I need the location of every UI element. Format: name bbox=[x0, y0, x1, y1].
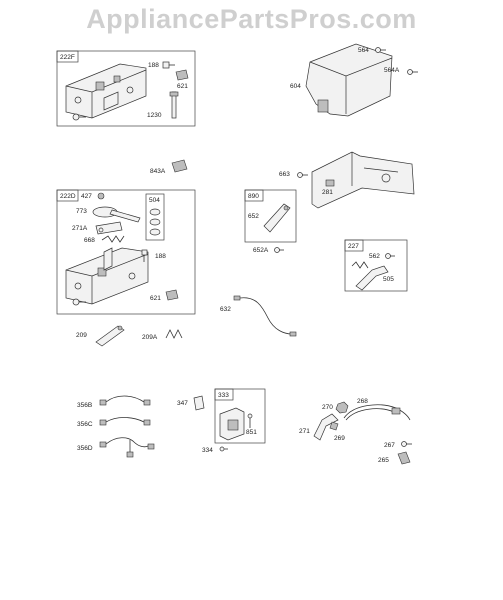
cable-icon-356B bbox=[99, 395, 151, 406]
clip-icon-269 bbox=[329, 421, 339, 431]
label-504: 504 bbox=[149, 197, 160, 204]
lever-505 bbox=[355, 265, 389, 291]
cable-icon-356C bbox=[99, 417, 151, 426]
group-333: 333 851 bbox=[214, 388, 266, 444]
label-564: 564 bbox=[358, 47, 369, 54]
label-632: 632 bbox=[220, 306, 231, 313]
label-427: 427 bbox=[81, 193, 92, 200]
cable-icon-632 bbox=[233, 295, 297, 337]
label-188a: 188 bbox=[148, 62, 159, 69]
label-621a: 621 bbox=[177, 83, 188, 90]
group-504-frame bbox=[145, 193, 165, 241]
label-270: 270 bbox=[322, 404, 333, 411]
washer-icon-504 bbox=[149, 208, 161, 236]
screw-icon-652A bbox=[274, 247, 284, 253]
label-209A: 209A bbox=[142, 334, 158, 341]
base-plate-222F bbox=[65, 63, 147, 119]
label-851: 851 bbox=[246, 429, 257, 436]
group-333-frame bbox=[214, 388, 266, 444]
label-505: 505 bbox=[383, 276, 394, 283]
label-663: 663 bbox=[279, 171, 290, 178]
stud-icon-1230 bbox=[169, 91, 179, 119]
group-890: 890 652 bbox=[244, 189, 297, 243]
label-621b: 621 bbox=[150, 295, 161, 302]
cable-icon-268 bbox=[343, 404, 411, 421]
label-265: 265 bbox=[378, 457, 389, 464]
group-222F: 222F 188 621 1230 bbox=[56, 50, 196, 127]
lever-271A bbox=[95, 221, 123, 235]
screw-icon-267 bbox=[401, 441, 412, 447]
label-188b: 188 bbox=[155, 253, 166, 260]
screw-icon-188b bbox=[141, 249, 148, 262]
label-333: 333 bbox=[218, 392, 229, 399]
label-271: 271 bbox=[299, 428, 310, 435]
control-bracket-281 bbox=[311, 151, 415, 209]
label-356C: 356C bbox=[77, 421, 93, 428]
label-209: 209 bbox=[76, 332, 87, 339]
spring-icon-668 bbox=[101, 235, 125, 243]
screw-icon-564A bbox=[407, 69, 418, 75]
clip-icon-265 bbox=[397, 451, 411, 465]
group-227: 227 562 505 bbox=[344, 239, 408, 292]
label-668: 668 bbox=[84, 237, 95, 244]
cable-icon-356D bbox=[99, 437, 155, 458]
label-227: 227 bbox=[348, 243, 359, 250]
screw-icon-663 bbox=[297, 172, 308, 178]
label-347: 347 bbox=[177, 400, 188, 407]
label-604: 604 bbox=[290, 83, 301, 90]
label-564A: 564A bbox=[384, 67, 400, 74]
group-227-frame bbox=[344, 239, 408, 292]
label-890: 890 bbox=[248, 193, 259, 200]
label-843A: 843A bbox=[150, 168, 166, 175]
label-652: 652 bbox=[248, 213, 259, 220]
lever-271 bbox=[313, 413, 339, 441]
blower-housing-604 bbox=[305, 43, 393, 117]
spring-icon-227 bbox=[351, 261, 369, 269]
label-222D: 222D bbox=[60, 193, 76, 200]
group-890-label-box bbox=[244, 189, 264, 202]
screw-icon-562 bbox=[385, 253, 395, 259]
watermark: AppliancePartsPros.com bbox=[86, 4, 417, 34]
lever-652 bbox=[263, 203, 291, 233]
nut-icon-270 bbox=[335, 401, 349, 414]
bolt-icon-188a bbox=[162, 61, 175, 69]
label-271A: 271A bbox=[72, 225, 88, 232]
screw-icon-564 bbox=[375, 47, 386, 53]
group-222D-label-box bbox=[56, 189, 79, 202]
label-356B: 356B bbox=[77, 402, 92, 409]
clip-icon-621b bbox=[165, 289, 179, 301]
ignition-module-333 bbox=[219, 407, 245, 441]
clip-icon-347 bbox=[193, 395, 205, 411]
clip-icon-843A bbox=[171, 159, 188, 173]
spring-icon-209A bbox=[165, 329, 183, 339]
group-333-label-box bbox=[214, 388, 234, 401]
label-281: 281 bbox=[322, 189, 333, 196]
base-plate-222D bbox=[65, 247, 149, 305]
screw-icon-222F bbox=[72, 113, 86, 121]
label-356D: 356D bbox=[77, 445, 93, 452]
label-334: 334 bbox=[202, 447, 213, 454]
label-773: 773 bbox=[76, 208, 87, 215]
group-890-frame bbox=[244, 189, 297, 243]
label-652A: 652A bbox=[253, 247, 269, 254]
label-562: 562 bbox=[369, 253, 380, 260]
bracket-icon-209 bbox=[95, 325, 125, 347]
group-222F-label-box bbox=[56, 50, 79, 63]
group-227-label-box bbox=[344, 239, 364, 252]
label-222F: 222F bbox=[60, 54, 75, 61]
screw-icon-851 bbox=[247, 413, 253, 428]
label-268: 268 bbox=[357, 398, 368, 405]
governor-lever-773 bbox=[92, 206, 141, 223]
label-269: 269 bbox=[334, 435, 345, 442]
nut-icon-427 bbox=[97, 192, 105, 200]
clip-icon-621a bbox=[175, 69, 189, 81]
label-1230: 1230 bbox=[147, 112, 162, 119]
label-267: 267 bbox=[384, 442, 395, 449]
group-222D-frame bbox=[56, 189, 196, 315]
screw-icon-334 bbox=[219, 446, 228, 452]
group-222F-frame bbox=[56, 50, 196, 127]
group-222D: 222D 427 773 504 271A 668 188 621 bbox=[56, 189, 196, 315]
screw-icon-222D bbox=[72, 298, 86, 306]
